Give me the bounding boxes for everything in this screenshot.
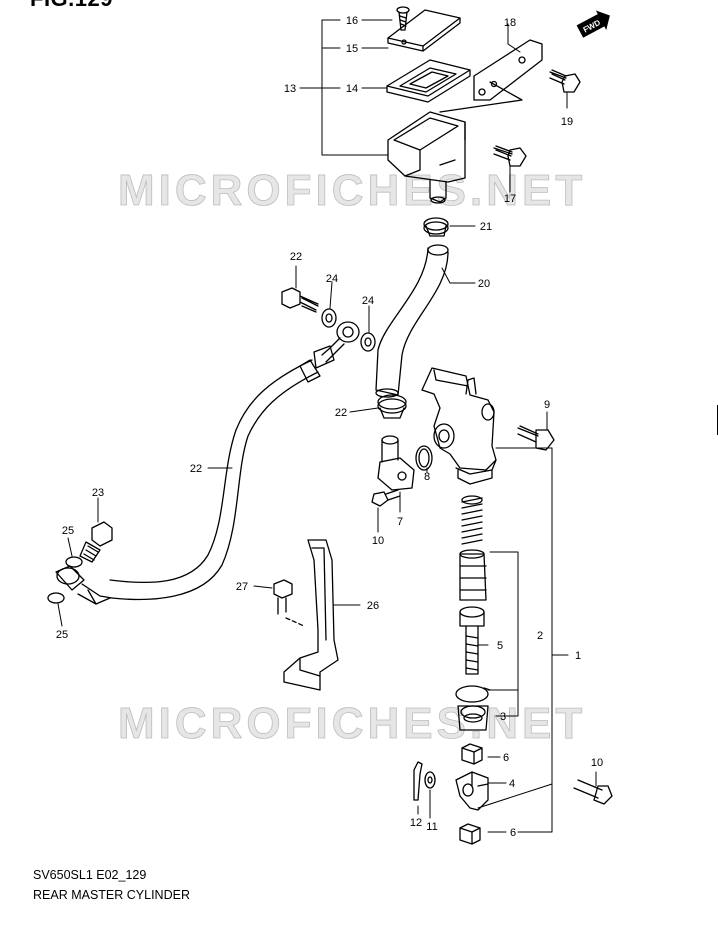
figure-title: FIG.129: [30, 0, 113, 12]
callout-13: 12: [410, 817, 422, 829]
push-rod-part-5: [459, 606, 485, 675]
callout-11: 10: [591, 757, 603, 769]
callout-10: 9: [544, 399, 550, 411]
callout-22-lower: 22: [335, 407, 347, 419]
boot-part: [457, 705, 489, 731]
callout-3: 3: [500, 711, 506, 723]
reservoir-screw-part-17: [396, 6, 410, 31]
fwd-arrow-icon: FWD: [576, 10, 610, 38]
reservoir-bracket-part-19: [473, 39, 543, 101]
callout-19: 18: [504, 17, 516, 29]
callout-21: 20: [478, 278, 490, 290]
callout-25-d: 25: [56, 629, 68, 641]
guide-bolt-dash: [285, 617, 305, 627]
callout-5: 5: [497, 640, 503, 652]
nut-part-6-lower: [459, 823, 481, 845]
watermark-top: MICROFICHES.NET: [118, 166, 586, 215]
washer-part-12: [424, 771, 436, 789]
piston-part: [459, 549, 487, 601]
reservoir-body-part-14: [387, 111, 466, 204]
callout-7: 7: [397, 516, 403, 528]
callout-4: 4: [509, 778, 515, 790]
callout-25-a: 24: [326, 273, 338, 285]
clevis-pin-part-11: [573, 779, 613, 805]
callout-25-b: 24: [362, 295, 374, 307]
hose-clamp-part-22-lower: [377, 394, 407, 419]
callout-20: 19: [561, 116, 573, 128]
spring-part: [461, 495, 483, 545]
banjo-fitting-lower: [55, 565, 113, 605]
bracket-bolt-part-20: [549, 69, 581, 93]
washer-part-25-d: [47, 592, 65, 604]
brake-hose-part-23: [109, 359, 321, 601]
reservoir-diaphragm-part-15: [386, 59, 471, 103]
reservoir-bolt-part-18: [493, 145, 527, 167]
callout-labels: 16 15 14 13 18 19 17 21 20 22 24 24 22 9…: [56, 15, 603, 839]
banjo-fitting-upper: [313, 321, 360, 369]
hose-guide-part-26: [283, 539, 339, 691]
callout-18: 17: [504, 193, 516, 205]
guide-bolt-part-27: [273, 579, 293, 615]
body-bolt-part-10: [517, 425, 555, 451]
callout-25-c: 25: [62, 525, 74, 537]
clevis-part-4: [455, 771, 489, 811]
hose-clamp-part-22-upper: [423, 217, 449, 237]
exploded-view-line-19: [439, 81, 523, 113]
figure-name: REAR MASTER CYLINDER: [33, 888, 190, 902]
callout-26: 26: [367, 600, 379, 612]
nut-part-6-upper: [461, 743, 483, 765]
callout-15: 14: [346, 83, 358, 95]
callout-12: 11: [426, 821, 437, 833]
callout-24-upper: 22: [290, 251, 302, 263]
washer-part-25-b: [360, 332, 376, 352]
washer-part-25-c: [65, 556, 83, 568]
reservoir-cap-part-16: [387, 9, 461, 52]
callout-22-upper: 21: [480, 221, 492, 233]
callout-2: 2: [537, 630, 543, 642]
callout-16: 15: [346, 43, 358, 55]
union-bolt-part-24-lower: [79, 521, 113, 563]
washer-part-25-a: [321, 308, 337, 328]
callout-24-lower: 23: [92, 487, 104, 499]
callout-14: 13: [284, 83, 296, 95]
callout-8: 8: [424, 471, 430, 483]
watermark-group: MICROFICHES.NET MICROFICHES.NET: [118, 166, 586, 749]
callout-9: 10: [372, 535, 384, 547]
watermark-bottom: MICROFICHES.NET: [118, 699, 586, 748]
o-ring-part-8: [415, 445, 433, 471]
connector-part-7: [377, 435, 415, 491]
union-bolt-part-24-upper: [281, 287, 319, 313]
callout-6-upper: 6: [503, 752, 509, 764]
callout-1: 1: [575, 650, 581, 662]
reservoir-hose-part-21: [375, 244, 449, 398]
callout-17: 16: [346, 15, 358, 27]
master-cylinder-body: [421, 367, 497, 485]
callout-27: 27: [236, 581, 248, 593]
callout-23: 22: [190, 463, 202, 475]
figure-code: SV650SL1 E02_129: [33, 868, 147, 882]
connector-screw-part-9: [371, 489, 401, 507]
callout-6-lower: 6: [510, 827, 516, 839]
cotter-pin-part-13: [413, 761, 423, 801]
leader-lines: [57, 19, 597, 833]
